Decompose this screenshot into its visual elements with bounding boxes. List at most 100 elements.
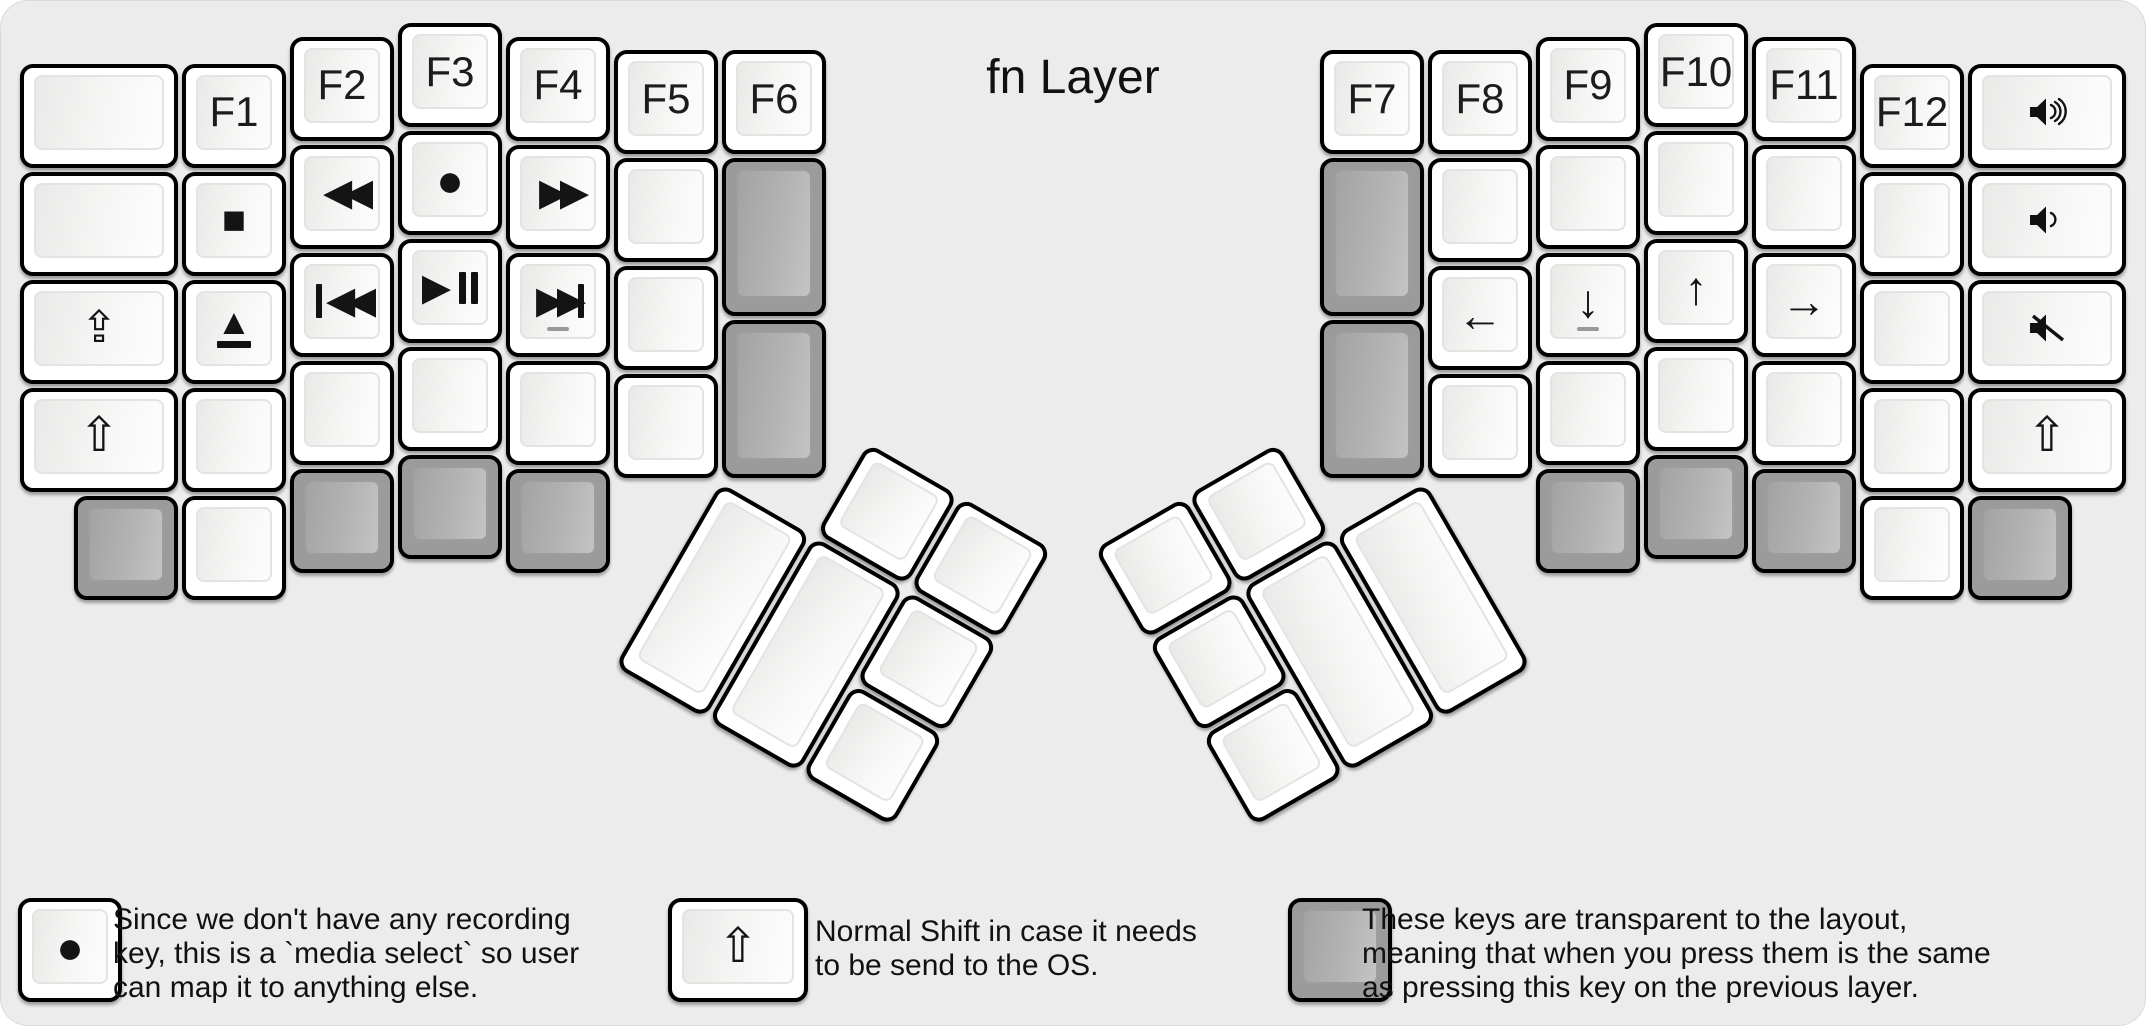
volume-up-icon: .w{fill:none;stroke:#111;stroke-width:2.… <box>2026 95 2068 129</box>
keycap-top <box>1442 169 1518 244</box>
key-rewind[interactable]: ◀◀ <box>290 144 394 249</box>
keycap-top <box>520 371 596 447</box>
key-f1[interactable]: F1 <box>182 63 286 168</box>
keycap-top: ↓ <box>1550 263 1626 339</box>
play-glyph: ▶ <box>421 266 452 309</box>
key-transparent[interactable] <box>1644 455 1748 559</box>
keycap-top <box>1334 169 1410 298</box>
key-blank[interactable] <box>1428 158 1532 262</box>
key-blank[interactable] <box>1644 347 1748 451</box>
legend-key-record: ● <box>18 898 122 1002</box>
key-next-track[interactable]: ▶▶ <box>506 252 610 357</box>
key-f4[interactable]: F4 <box>506 36 610 141</box>
key-label: F6 <box>749 74 799 122</box>
key-transparent[interactable] <box>290 468 394 573</box>
key-transparent[interactable] <box>506 468 610 573</box>
fast-forward-icon: ▶▶ <box>539 172 589 214</box>
legend-text-line: key, this is a `media select` so user <box>113 937 580 970</box>
key-transparent[interactable] <box>398 455 502 559</box>
key-blank[interactable] <box>398 347 502 451</box>
bar-glyph <box>316 284 323 318</box>
keycap-top <box>412 358 488 433</box>
key-blank[interactable] <box>614 158 718 262</box>
keycap-top: ⇪ <box>34 290 164 366</box>
key-f7[interactable]: F7 <box>1320 50 1424 154</box>
key-shift[interactable]: ⇧ <box>1968 387 2126 492</box>
key-transparent[interactable] <box>722 158 826 316</box>
keycap-top <box>1982 506 2058 582</box>
key-down-arrow[interactable]: ↓ <box>1536 252 1640 357</box>
keycap-top <box>1442 385 1518 460</box>
key-up-arrow[interactable]: ↑ <box>1644 239 1748 343</box>
key-transparent[interactable] <box>74 495 178 600</box>
key-blank[interactable] <box>1536 360 1640 465</box>
key-f11[interactable]: F11 <box>1752 36 1856 141</box>
key-volume-down[interactable]: .w{fill:none;stroke:#111;stroke-width:2.… <box>1968 171 2126 276</box>
legend-text-line: to be send to the OS. <box>815 949 1099 982</box>
keycap-top: F3 <box>412 34 488 109</box>
key-blank[interactable] <box>182 495 286 600</box>
key-blank[interactable] <box>1428 374 1532 478</box>
pause-bar <box>459 271 467 304</box>
bar-glyph <box>577 284 584 318</box>
key-caps-lock[interactable]: ⇪ <box>20 279 178 384</box>
key-shift[interactable]: ⇧ <box>20 387 178 492</box>
key-blank[interactable] <box>290 360 394 465</box>
key-prev-track[interactable]: ◀◀ <box>290 252 394 357</box>
key-blank[interactable] <box>506 360 610 465</box>
key-left-arrow[interactable]: ← <box>1428 266 1532 370</box>
key-blank[interactable] <box>1860 279 1964 384</box>
key-blank[interactable] <box>1860 171 1964 276</box>
key-blank[interactable] <box>1752 144 1856 249</box>
key-right-arrow[interactable]: → <box>1752 252 1856 357</box>
key-record[interactable]: ● <box>398 131 502 235</box>
key-blank[interactable] <box>1860 387 1964 492</box>
keycap-top <box>304 371 380 447</box>
key-f2[interactable]: F2 <box>290 36 394 141</box>
key-play-pause[interactable]: ▶ <box>398 239 502 343</box>
keycap-top: ↑ <box>1658 250 1734 325</box>
key-blank[interactable] <box>20 63 178 168</box>
key-f9[interactable]: F9 <box>1536 36 1640 141</box>
key-f10[interactable]: F10 <box>1644 23 1748 127</box>
keycap-top <box>1302 909 1378 984</box>
key-f12[interactable]: F12 <box>1860 63 1964 168</box>
keycap-top <box>628 385 704 460</box>
key-blank[interactable] <box>1860 495 1964 600</box>
keycap-top <box>1766 155 1842 231</box>
key-f5[interactable]: F5 <box>614 50 718 154</box>
eject-icon: ▲ <box>216 304 252 348</box>
key-f8[interactable]: F8 <box>1428 50 1532 154</box>
record-icon: ● <box>436 153 464 206</box>
keycap-top <box>736 331 812 460</box>
key-blank[interactable] <box>1536 144 1640 249</box>
key-transparent[interactable] <box>1752 468 1856 573</box>
key-blank[interactable] <box>614 266 718 370</box>
key-fast-forward[interactable]: ▶▶ <box>506 144 610 249</box>
keycap-top <box>412 466 488 541</box>
keycap-top <box>1874 182 1950 258</box>
key-blank[interactable] <box>20 171 178 276</box>
key-volume-up[interactable]: .w{fill:none;stroke:#111;stroke-width:2.… <box>1968 63 2126 168</box>
keycap-top: ▶ <box>412 250 488 325</box>
keycap-top: ◀◀ <box>304 263 380 339</box>
keycap-top <box>1550 479 1626 555</box>
key-transparent[interactable] <box>1320 158 1424 316</box>
key-blank[interactable] <box>182 387 286 492</box>
keycap-top <box>628 277 704 352</box>
key-blank[interactable] <box>1752 360 1856 465</box>
keycap-top: F2 <box>304 47 380 123</box>
key-mute[interactable]: .w{fill:none;stroke:#111;stroke-width:2.… <box>1968 279 2126 384</box>
key-transparent[interactable] <box>1536 468 1640 573</box>
key-f6[interactable]: F6 <box>722 50 826 154</box>
key-blank[interactable] <box>614 374 718 478</box>
key-f3[interactable]: F3 <box>398 23 502 127</box>
key-stop[interactable]: ■ <box>182 171 286 276</box>
key-transparent[interactable] <box>1320 320 1424 478</box>
key-blank[interactable] <box>1644 131 1748 235</box>
key-transparent[interactable] <box>722 320 826 478</box>
layer-title: fn Layer <box>986 51 1160 104</box>
keycap-top <box>1334 331 1410 460</box>
key-transparent[interactable] <box>1968 495 2072 600</box>
key-eject[interactable]: ▲ <box>182 279 286 384</box>
